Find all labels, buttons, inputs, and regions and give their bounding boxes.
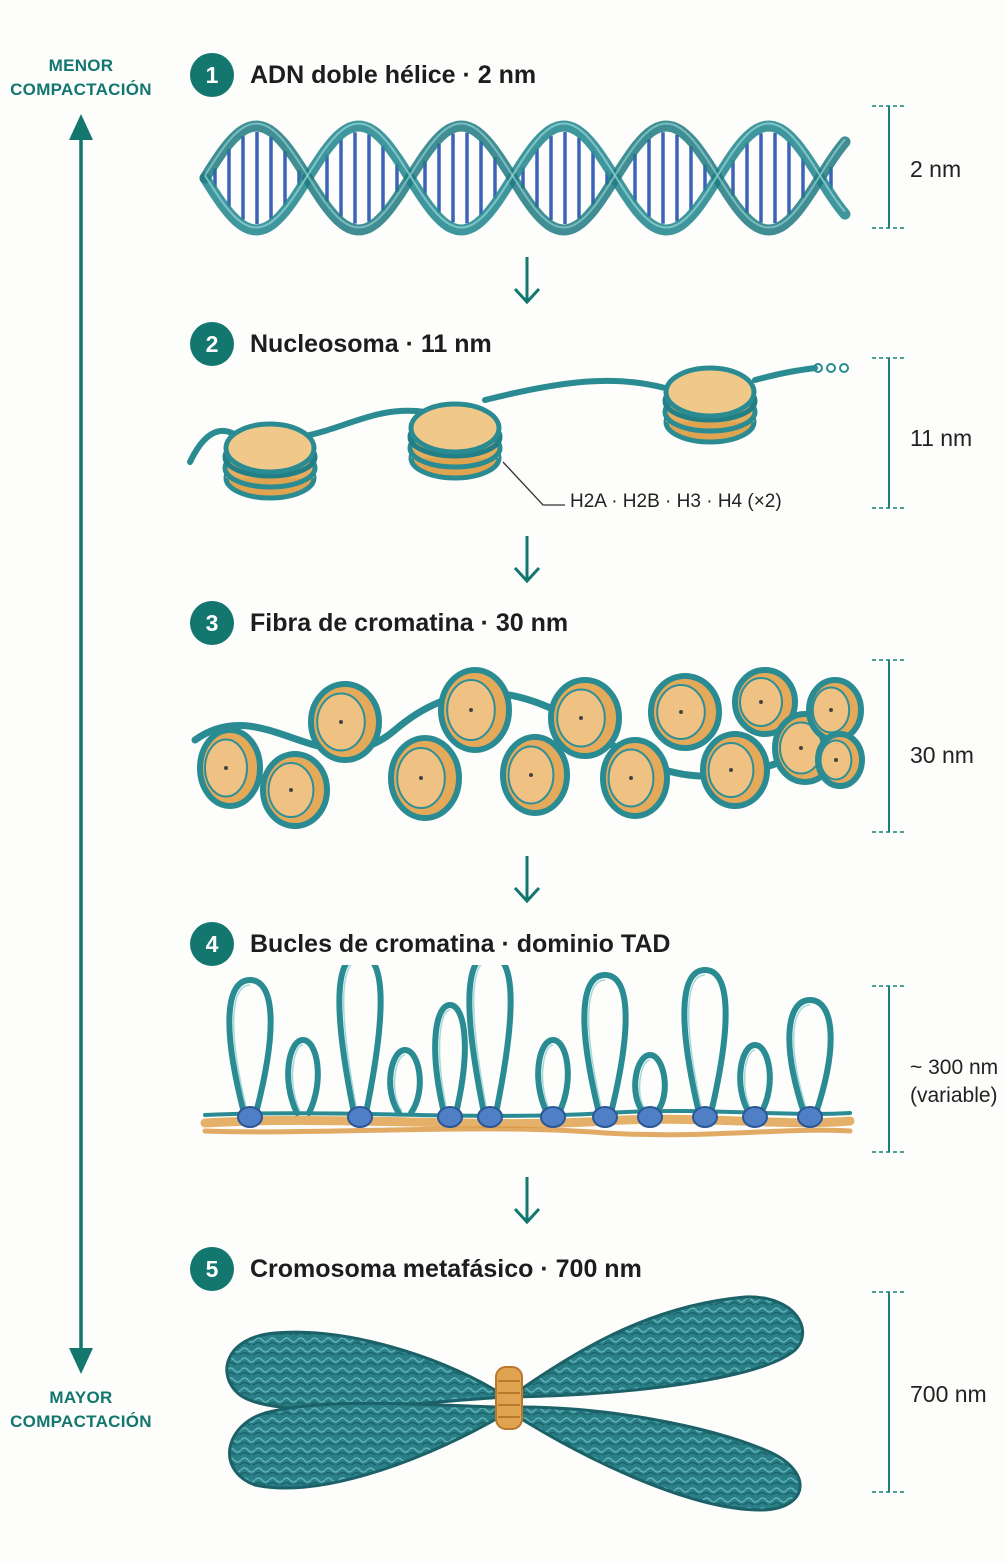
nucleosome-center: [799, 746, 803, 750]
step-1-title: ADN doble hélice · 2 nm: [250, 61, 537, 89]
cohesin-anchor: [742, 1106, 768, 1128]
chromatin-loop: [432, 1001, 468, 1116]
loop-highlight: [232, 984, 251, 1112]
nucleosome-center: [759, 700, 763, 704]
chromatin-loop: [466, 965, 514, 1116]
scale-label-step-1: 2 nm: [910, 156, 962, 182]
cohesin-anchor: [347, 1106, 373, 1128]
step-3-badge: 3: [190, 601, 234, 645]
nucleosome-center: [289, 788, 293, 792]
step-4-title: Bucles de cromatina · dominio TAD: [250, 930, 671, 958]
scale-bar-step-1: [872, 105, 906, 229]
down-arrow-3: [513, 856, 541, 904]
down-arrow-4: [513, 1177, 541, 1225]
chromatin-loop: [226, 976, 274, 1116]
chromatin-loop: [535, 1036, 571, 1116]
chromatid-arms: [225, 1295, 805, 1512]
histone-top: [223, 421, 317, 475]
nucleosome-center: [829, 708, 833, 712]
nucleosome-center: [729, 768, 733, 772]
loop-highlight: [687, 974, 706, 1112]
cohesin-anchor: [437, 1106, 463, 1128]
chromatin-loop: [285, 1036, 321, 1116]
chromatin-loop: [581, 971, 629, 1116]
loop-highlight: [638, 1059, 651, 1112]
loop-highlight: [472, 965, 488, 1112]
loop-highlight: [587, 979, 606, 1112]
axis-top-label: MENOR COMPACTACIÓN: [10, 56, 152, 99]
histone-top: [663, 365, 757, 419]
cohesin-anchor: [692, 1106, 718, 1128]
scale-label-step-2: 11 nm: [910, 425, 973, 451]
scale-bar-step-2: [872, 357, 906, 509]
down-arrow-2: [513, 536, 541, 584]
scale-label-step-3: 30 nm: [910, 742, 974, 768]
nucleosome-center: [419, 776, 423, 780]
loop-highlight: [541, 1044, 554, 1112]
down-arrow-1: [513, 257, 541, 305]
step-2-title: Nucleosoma · 11 nm: [250, 330, 492, 358]
chromatin-loops-illustration: [200, 965, 855, 1138]
cohesin-anchor: [237, 1106, 263, 1128]
scale-label-step-4: ~ 300 nm (variable): [910, 1056, 999, 1107]
histone-top: [408, 401, 502, 455]
chromatin-loop: [681, 966, 729, 1116]
nucleosome-center: [679, 710, 683, 714]
scale-label-step-5: 700 nm: [910, 1381, 987, 1407]
chromatin-loop: [632, 1051, 668, 1116]
centromere: [495, 1366, 523, 1430]
loop-highlight: [438, 1009, 451, 1112]
dna-helix-illustration: [199, 120, 851, 236]
step-3-title: Fibra de cromatina · 30 nm: [250, 609, 569, 637]
loop-highlight: [342, 965, 358, 1112]
step-1-badge: 1: [190, 53, 234, 97]
step-5-title: Cromosoma metafásico · 700 nm: [250, 1255, 642, 1283]
chromatin-loop: [387, 1046, 423, 1116]
metaphase-chromosome-illustration: [225, 1295, 805, 1512]
nucleosome-center: [834, 758, 838, 762]
chromatin-loop: [336, 965, 384, 1116]
chromatin-loop: [737, 1041, 773, 1116]
nucleosome-illustration: [187, 363, 849, 506]
loop-highlight: [743, 1049, 756, 1112]
cohesin-anchor: [540, 1106, 566, 1128]
loop-highlight: [291, 1044, 304, 1112]
nucleosome-center: [629, 776, 633, 780]
cohesin-anchor: [797, 1106, 823, 1128]
cohesin-anchor: [637, 1106, 663, 1128]
scale-bar-step-3: [872, 659, 906, 833]
compaction-axis-arrow: [69, 114, 93, 1374]
step-2-badge: 2: [190, 322, 234, 366]
scale-bar-step-4: [872, 985, 906, 1153]
histone-annotation: H2A · H2B · H3 · H4 (×2): [570, 491, 782, 512]
chromatin-fiber-illustration: [191, 667, 865, 829]
step-5-badge: 5: [190, 1247, 234, 1291]
scale-bar-step-5: [872, 1291, 906, 1493]
cohesin-anchor: [477, 1106, 503, 1128]
nucleosome-center: [529, 773, 533, 777]
nucleosome-center: [579, 716, 583, 720]
nucleosome-center: [224, 766, 228, 770]
loop-highlight: [393, 1054, 406, 1112]
cohesin-anchor: [592, 1106, 618, 1128]
nucleosome-center: [339, 720, 343, 724]
loop-highlight: [792, 1004, 811, 1112]
nucleosome-center: [469, 708, 473, 712]
axis-bottom-label: MAYOR COMPACTACIÓN: [10, 1388, 152, 1431]
chromatin-loop: [786, 996, 834, 1116]
step-4-badge: 4: [190, 922, 234, 966]
